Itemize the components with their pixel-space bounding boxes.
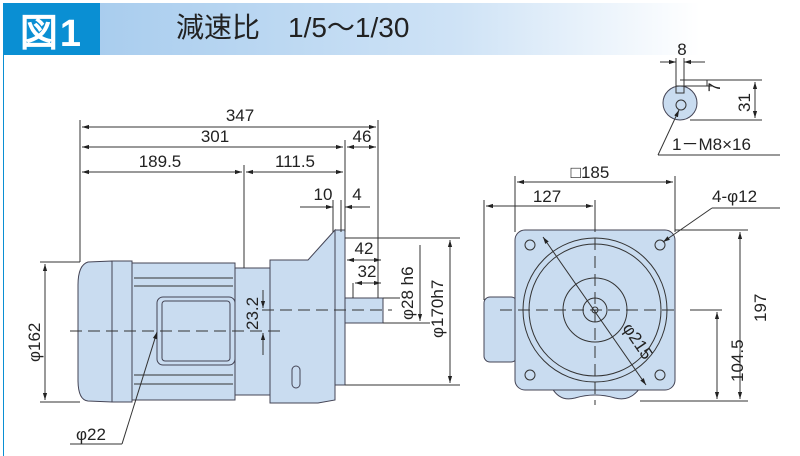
dim-347: 347 — [226, 106, 254, 125]
dim-197: 197 — [751, 294, 770, 322]
frame-border — [3, 55, 4, 456]
dim-cable-dia: φ22 — [76, 425, 106, 444]
dim-127: 127 — [533, 187, 561, 206]
dim-shaft-dia: φ28 h6 — [398, 266, 417, 320]
dim-104-5: 104.5 — [728, 339, 747, 382]
reduction-ratio-title: 減速比 1/5～1/30 — [176, 12, 410, 43]
flange — [334, 229, 346, 386]
dim-111-5: 111.5 — [275, 152, 315, 171]
mounting-holes — [524, 239, 666, 381]
front-view — [483, 229, 676, 400]
header-band — [100, 3, 700, 55]
gear-housing — [269, 228, 336, 404]
shaft-end-detail — [662, 85, 698, 121]
dim-32: 32 — [358, 262, 377, 281]
dim-key-8: 8 — [677, 40, 686, 59]
dim-holes: 4-φ12 — [712, 187, 757, 206]
figure-label: 図1 — [3, 3, 100, 55]
dim-4: 4 — [352, 185, 361, 204]
dim-pilot-dia: φ170h7 — [428, 280, 447, 338]
terminal-box-front — [483, 296, 518, 363]
dim-46: 46 — [353, 127, 372, 146]
dim-42: 42 — [355, 239, 374, 258]
dim-189-5: 189.5 — [139, 152, 182, 171]
tap-spec: 1－M8×16 — [672, 135, 751, 154]
dim-key-7: 7 — [705, 83, 724, 92]
dim-square-185: □185 — [571, 163, 610, 182]
side-view-motor — [77, 228, 384, 404]
dim-10: 10 — [314, 185, 333, 204]
dim-23-2: 23.2 — [243, 297, 262, 330]
dim-motor-dia: φ162 — [25, 323, 44, 362]
dim-301: 301 — [201, 127, 229, 146]
dim-31: 31 — [735, 93, 754, 112]
